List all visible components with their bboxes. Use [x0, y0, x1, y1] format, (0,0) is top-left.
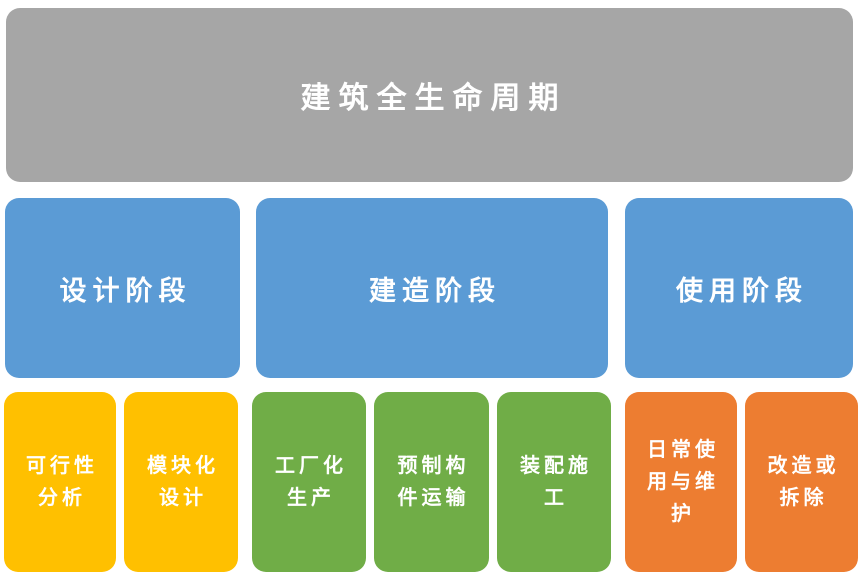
stage-item-renovation-demolition: 改造或 拆除	[745, 392, 858, 572]
stage-item-label: 装配施 工	[520, 455, 592, 509]
diagram-title: 建筑全生命周期	[300, 82, 567, 115]
phase-box-construction: 建造阶段	[256, 198, 608, 378]
stage-item-label: 改造或 拆除	[767, 455, 840, 509]
phase-usage-label: 使用阶段	[676, 275, 808, 306]
phase-box-usage: 使用阶段	[625, 198, 853, 378]
phase-design-label: 设计阶段	[59, 275, 192, 306]
phase-construction-label: 建造阶段	[369, 275, 501, 306]
stage-item-label: 预制构 件运输	[397, 455, 470, 509]
stage-item-daily-use-maintenance: 日常使 用与维 护	[625, 392, 737, 572]
lifecycle-title-box: 建筑全生命周期	[6, 8, 853, 182]
stage-item-label: 日常使 用与维 护	[647, 439, 719, 525]
phase-box-design: 设计阶段	[5, 198, 240, 378]
stage-item-feasibility-analysis: 可行性 分析	[4, 392, 116, 572]
stage-item-label: 工厂化 生产	[275, 455, 347, 509]
stage-item-modular-design: 模块化 设计	[124, 392, 238, 572]
stage-item-label: 可行性 分析	[26, 455, 98, 509]
stage-item-factory-production: 工厂化 生产	[252, 392, 366, 572]
stage-item-prefab-component-transport: 预制构 件运输	[374, 392, 489, 572]
stage-item-label: 模块化 设计	[147, 455, 219, 509]
stage-item-assembly-construction: 装配施 工	[497, 392, 611, 572]
